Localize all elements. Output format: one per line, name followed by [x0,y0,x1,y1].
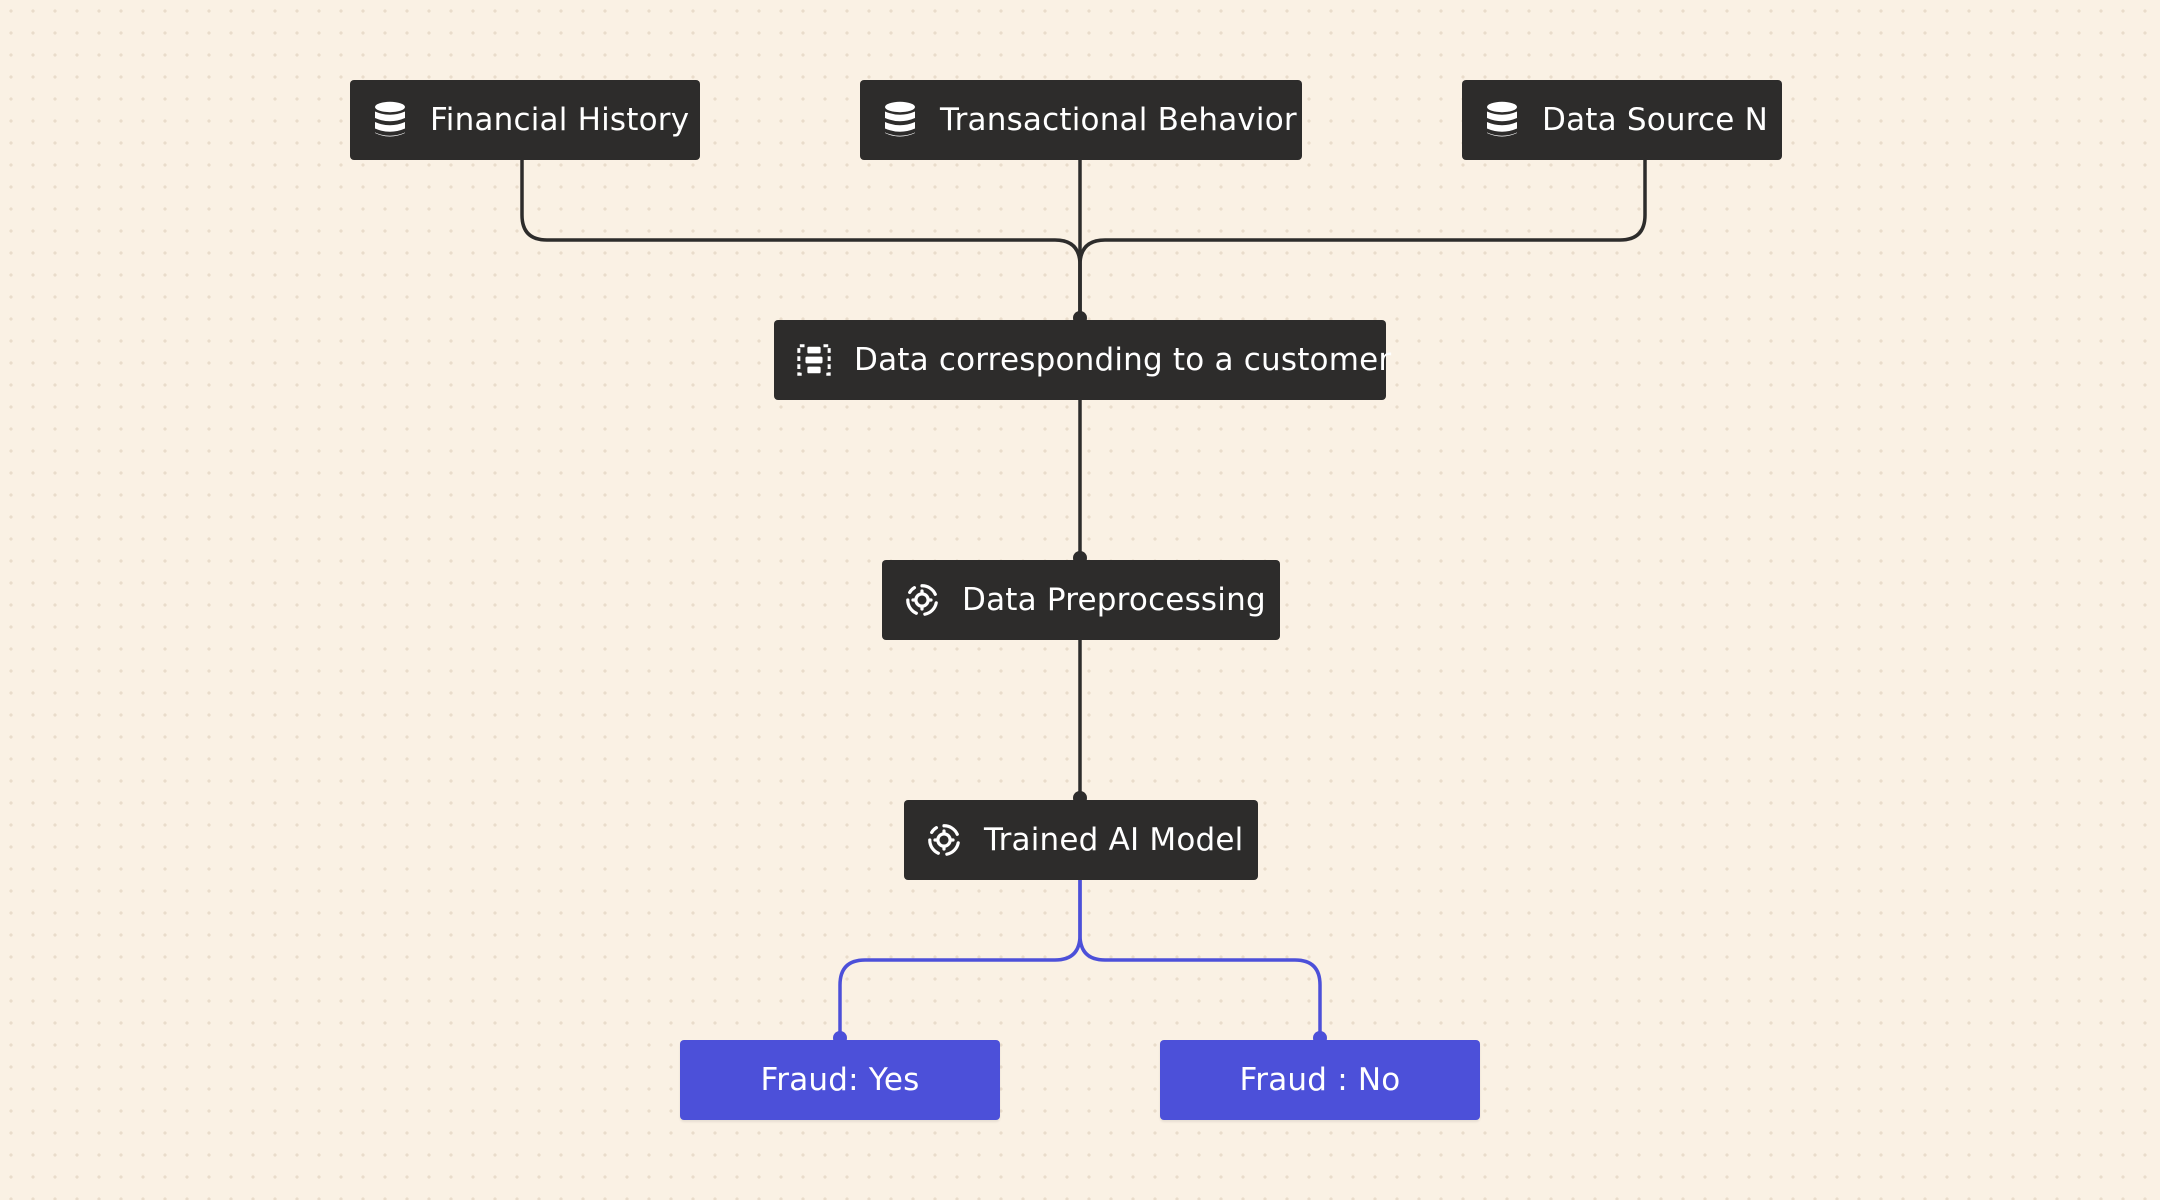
node-data-source-n[interactable]: Data Source N [1462,80,1782,160]
database-icon [372,101,408,138]
database-icon [1484,101,1520,138]
node-customer-data-label: Data corresponding to a customer [854,342,1392,378]
edge-data-source-n-to-customer-data [1078,158,1647,320]
edge-trained-model-to-fraud-yes [838,878,1082,1040]
node-transactional-behavior[interactable]: Transactional Behavior [860,80,1302,160]
node-data-preprocessing[interactable]: Data Preprocessing [882,560,1280,640]
gear-cycle-icon [926,822,962,858]
node-transactional-behavior-label: Transactional Behavior [940,102,1297,138]
node-data-preprocessing-label: Data Preprocessing [962,582,1266,618]
node-trained-model-label: Trained AI Model [984,822,1244,858]
edge-financial-history-to-customer-data [520,158,1082,320]
node-fraud-no[interactable]: Fraud : No [1160,1040,1480,1120]
edge-trained-model-to-fraud-no [1078,878,1322,1040]
node-fraud-yes-label: Fraud: Yes [760,1062,920,1098]
database-icon [882,101,918,138]
node-trained-model[interactable]: Trained AI Model [904,800,1258,880]
node-data-source-n-label: Data Source N [1542,102,1768,138]
node-financial-history[interactable]: Financial History [350,80,700,160]
node-customer-data[interactable]: Data corresponding to a customer [774,320,1391,400]
gear-cycle-icon [904,582,940,618]
node-financial-history-label: Financial History [430,102,690,138]
node-fraud-no-label: Fraud : No [1239,1062,1401,1098]
data-merge-icon [796,342,832,378]
node-fraud-yes[interactable]: Fraud: Yes [680,1040,1000,1120]
